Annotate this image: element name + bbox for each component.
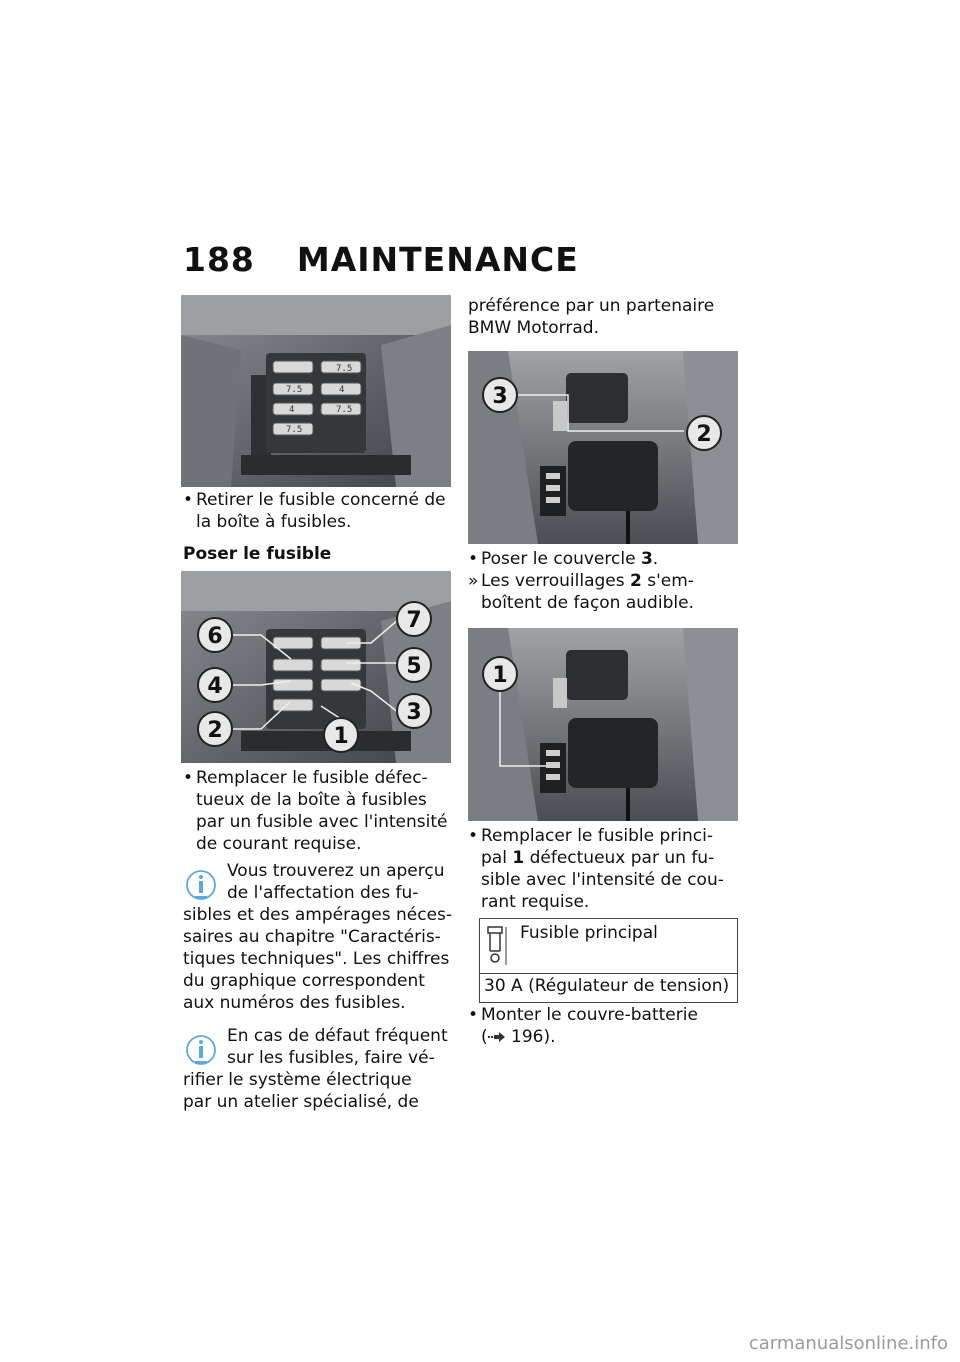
text-line: BMW Motorrad.	[468, 318, 599, 338]
text-line: tiques techniques". Les chiffres	[183, 949, 450, 969]
result-latches: » Les verrouillages 2 s'em- boîtent de f…	[468, 570, 738, 614]
fuse-spec-icon	[487, 926, 507, 965]
text-line: Monter le couvre-batterie	[481, 1005, 698, 1025]
page-header: 188 MAINTENANCE	[183, 240, 579, 279]
text-line: défectueux par un fu-	[524, 848, 715, 868]
text-line: Poser le couvercle	[481, 549, 641, 569]
bullet-replace-fuse: • Remplacer le fusible défec- tueux de l…	[183, 767, 453, 855]
note-defect-body: rifier le système électrique par un atel…	[183, 1069, 453, 1113]
callout-label: 1	[492, 663, 507, 688]
spec-value-row: 30 A (Régulateur de tension)	[480, 973, 737, 1001]
callout-label: 2	[696, 422, 711, 447]
text-line: aux numéros des fusibles.	[183, 993, 406, 1013]
text-line: sibles et des ampérages néces-	[183, 905, 453, 925]
info-icon	[186, 1035, 216, 1065]
footer-watermark: carmanualsonline.info	[748, 1333, 948, 1354]
main-fuse-photo: 1	[468, 628, 738, 821]
text-line: de courant requise.	[196, 834, 362, 854]
text-line: préférence par un partenaire	[468, 296, 715, 316]
callout-label: 7	[406, 608, 421, 633]
text-line: rifier le système électrique	[183, 1070, 412, 1090]
text-line: la boîte à fusibles.	[196, 512, 352, 532]
text-line: saires au chapitre "Caractéris-	[183, 927, 441, 947]
bullet-install-cover: • Poser le couvercle 3.	[468, 548, 738, 570]
page-ref-arrow-icon	[487, 1032, 505, 1042]
bullet-icon: •	[468, 549, 479, 569]
callout-label: 6	[207, 624, 222, 649]
cover-photo: 3 2	[468, 351, 738, 544]
spec-table: Fusible principal 30 A (Régulateur de te…	[479, 918, 738, 1003]
note-defect-intro: En cas de défaut fréquent sur les fusibl…	[227, 1025, 457, 1069]
subheading-install-fuse: Poser le fusible	[183, 544, 332, 564]
text-line: de l'affectation des fu-	[227, 883, 419, 903]
text-line: tueux de la boîte à fusibles	[196, 790, 427, 810]
numbered-fuses-photo: 6 7 4 5 2 3 1	[181, 571, 451, 763]
text-line: du graphique correspondent	[183, 971, 425, 991]
text-line: sible avec l'intensité de cou-	[481, 870, 724, 890]
bullet-install-battery-cover: • Monter le couvre-batterie ( 196).	[468, 1004, 738, 1048]
fuse-label: 4	[339, 385, 344, 395]
ref-number: 1	[512, 848, 525, 868]
callout-label: 3	[492, 384, 507, 409]
fuse-label: 7.5	[336, 405, 352, 415]
result-marker: »	[468, 571, 479, 591]
text-line: pal	[481, 848, 513, 868]
fuse-label: 7.5	[286, 425, 302, 435]
fuse-box-photo: 7.5 7.5 4 4 7.5 7.5	[181, 295, 451, 487]
spec-header-row: Fusible principal	[480, 919, 737, 974]
text-line: Remplacer le fusible défec-	[196, 768, 428, 788]
spec-title: Fusible principal	[520, 923, 658, 943]
text-line: Remplacer le fusible princi-	[481, 826, 713, 846]
fuse-label: 7.5	[286, 385, 302, 395]
bullet-icon: •	[468, 826, 479, 846]
fuse-label: 4	[289, 405, 294, 415]
bullet-remove-fuse: • Retirer le fusible concerné de la boît…	[183, 489, 453, 533]
ref-number: 3	[640, 549, 653, 569]
page-reference-link[interactable]: 196).	[505, 1027, 556, 1047]
note-continuation: préférence par un partenaire BMW Motorra…	[468, 295, 738, 339]
bullet-replace-main-fuse: • Remplacer le fusible princi- pal 1 déf…	[468, 825, 738, 913]
text-line: (	[481, 1027, 488, 1047]
text-line: boîtent de façon audible.	[481, 593, 694, 613]
text-line: sur les fusibles, faire vé-	[227, 1048, 435, 1068]
bullet-icon: •	[183, 768, 194, 788]
text-line: Vous trouverez un aperçu	[227, 861, 445, 881]
text-line: En cas de défaut fréquent	[227, 1026, 448, 1046]
text-line: par un fusible avec l'intensité	[196, 812, 448, 832]
note-intro: Vous trouverez un aperçu de l'affectatio…	[227, 860, 457, 904]
spec-value: 30 A (Régulateur de tension)	[484, 976, 730, 996]
bullet-icon: •	[183, 490, 194, 510]
text-line: rant requise.	[481, 892, 590, 912]
text-line: par un atelier spécialisé, de	[183, 1092, 419, 1112]
callout-label: 2	[207, 718, 222, 743]
page-number: 188	[183, 240, 255, 279]
callout-label: 1	[333, 724, 348, 749]
callout-label: 4	[207, 674, 222, 699]
callout-label: 5	[406, 654, 421, 679]
ref-number: 2	[630, 571, 642, 591]
note-body: sibles et des ampérages néces- saires au…	[183, 904, 453, 1014]
text-line: Retirer le fusible concerné de	[196, 490, 446, 510]
info-icon	[186, 870, 216, 900]
callout-label: 3	[406, 700, 421, 725]
text-line: Les verrouillages	[481, 571, 630, 591]
text-line: .	[652, 549, 659, 569]
bullet-icon: •	[468, 1005, 479, 1025]
section-title: MAINTENANCE	[296, 240, 579, 279]
text-line: s'em-	[641, 571, 694, 591]
fuse-label: 7.5	[336, 364, 352, 374]
